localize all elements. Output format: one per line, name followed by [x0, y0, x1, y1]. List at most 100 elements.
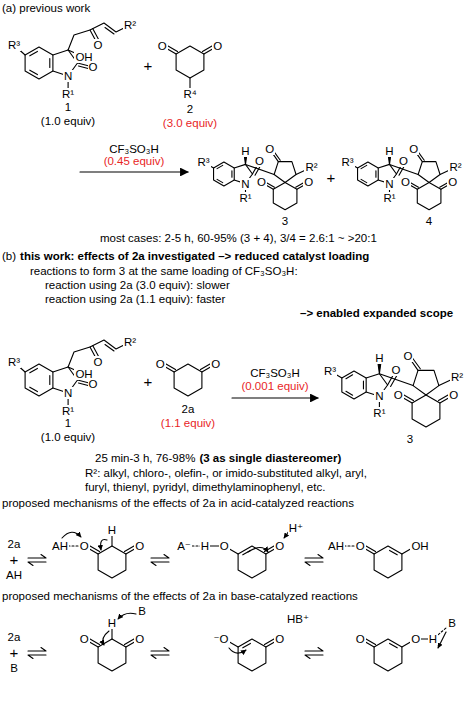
text-label: B	[10, 662, 18, 675]
structure-part	[84, 639, 139, 671]
atom-label: AH	[327, 540, 345, 552]
text-label: 1	[65, 101, 71, 114]
atom-label: O	[157, 40, 168, 52]
structure-part	[84, 546, 139, 578]
atom-label: O	[403, 350, 414, 362]
atom-label: H	[107, 524, 117, 536]
atom-label: O	[212, 40, 223, 52]
atom-label: R²	[123, 336, 137, 348]
text-label: R²: alkyl, chloro-, olefin-, or imido-su…	[85, 467, 367, 480]
text-label: 2a	[182, 403, 195, 416]
atom-label: O	[303, 176, 314, 188]
reaction-arrow	[232, 397, 318, 398]
atom-label: OH	[410, 540, 429, 552]
atom-label: R³	[340, 156, 354, 168]
dione-structure	[224, 544, 279, 578]
oxindole-structure	[14, 340, 130, 411]
structure-part	[160, 364, 215, 396]
atom-label: N	[63, 387, 73, 399]
atom-label: O	[256, 176, 267, 188]
equilibrium-arrow	[305, 555, 323, 566]
text-label: (3 as single diastereomer)	[199, 452, 341, 465]
atom-label: O	[210, 358, 221, 370]
plus-sign: +	[144, 57, 153, 74]
atom-label: R²	[304, 161, 318, 173]
text-label: (1.0 equiv)	[41, 431, 95, 444]
structure-part	[390, 643, 398, 647]
plus-sign: +	[144, 373, 153, 390]
dione-structure	[360, 637, 415, 671]
text-label: (1.0 equiv)	[41, 115, 95, 128]
equilibrium-arrow	[151, 555, 169, 566]
atom-label: O	[93, 356, 104, 368]
atom-label: R¹	[61, 405, 75, 417]
atom-label: H	[428, 633, 438, 645]
product-structure	[204, 149, 312, 209]
structure-part	[390, 550, 398, 554]
text-label: (b)	[2, 250, 16, 263]
atom-label: O	[88, 61, 99, 73]
atom-label: H	[374, 352, 384, 364]
text-label: CF₃SO₃H	[109, 143, 159, 156]
atom-label: N	[384, 178, 394, 190]
atom-label: B	[137, 605, 147, 617]
atom-label: R²	[123, 19, 137, 31]
atom-label: O	[447, 176, 458, 188]
atom-label: ⁻O	[212, 633, 229, 645]
atom-label: O	[355, 540, 366, 552]
dione-structure	[224, 637, 279, 671]
text-label: 4	[426, 215, 432, 228]
equilibrium-arrow	[28, 555, 46, 566]
text-label: 1	[65, 417, 71, 430]
text-label: 2a	[8, 538, 21, 551]
text-label: reaction using 2a (1.1 equiv): faster	[45, 293, 225, 306]
text-label: reaction using 2a (3.0 equiv): slower	[45, 279, 230, 292]
text-label: (0.45 equiv)	[104, 155, 165, 168]
atom-label: H	[384, 145, 394, 157]
atom-label: HB⁺	[286, 613, 310, 625]
atom-label: R⁴	[182, 88, 197, 100]
atom-label: AH	[51, 540, 69, 552]
atom-label: O	[393, 389, 404, 401]
text-label: proposed mechanisms of the effects of 2a…	[2, 590, 358, 603]
atom-label: H⁺	[288, 522, 304, 534]
text-label: proposed mechanisms of the effects of 2a…	[2, 497, 354, 510]
curved-arrow	[62, 532, 81, 538]
atom-label: R²	[448, 161, 462, 173]
product-structure	[330, 356, 457, 427]
text-label: AH	[6, 569, 22, 582]
atom-label: R¹	[372, 407, 386, 419]
atom-label: N	[240, 178, 250, 190]
structure-part	[224, 639, 279, 671]
text-label: furyl, thienyl, pyridyl, dimethylaminoph…	[85, 481, 325, 494]
dione-structure	[84, 623, 139, 671]
oxindole-structure	[14, 23, 130, 94]
atom-label: O	[398, 155, 409, 167]
text-label: this work: effects of 2a investigated –>…	[20, 250, 369, 263]
atom-label: O	[254, 155, 265, 167]
atom-label: O	[274, 540, 285, 552]
product-structure	[348, 149, 456, 209]
equilibrium-arrow	[151, 648, 169, 659]
text-label: most cases: 2-5 h, 60-95% (3 + 4), 3/4 =…	[100, 232, 377, 245]
structure-part	[360, 546, 415, 578]
equilibrium-arrow	[305, 648, 323, 659]
atom-label: R¹	[61, 88, 75, 100]
plus-sign: +	[10, 644, 19, 661]
atom-label: R³	[7, 39, 21, 51]
atom-label: O	[391, 364, 402, 376]
curved-arrow	[229, 648, 246, 653]
text-label: reactions to form 3 at the same loading …	[30, 265, 298, 278]
text-label: 2a	[8, 631, 21, 644]
atom-label: R³	[323, 365, 337, 377]
atom-label: R¹	[382, 192, 396, 204]
atom-label: O	[134, 540, 145, 552]
plus-sign: +	[10, 551, 19, 568]
atom-label: H	[240, 145, 250, 157]
atom-label: O	[79, 540, 90, 552]
text-label: CF₃SO₃H	[250, 367, 300, 380]
structure-part	[243, 643, 251, 647]
text-label: –> enabled expanded scope	[300, 307, 453, 320]
atom-label: O	[274, 633, 285, 645]
curved-arrow	[438, 632, 446, 648]
